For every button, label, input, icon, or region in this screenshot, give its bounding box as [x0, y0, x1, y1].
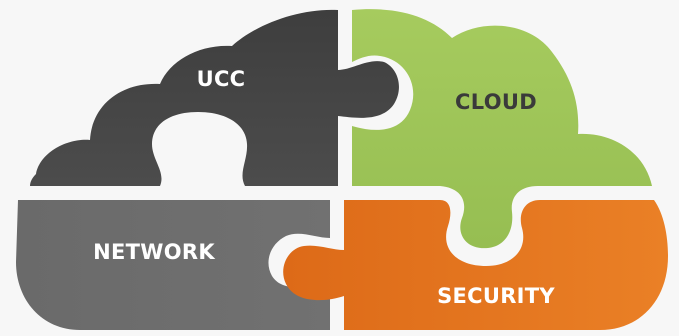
- ucc-piece: [30, 9, 399, 187]
- network-piece: [16, 200, 330, 330]
- network-label: NETWORK: [93, 240, 215, 264]
- security-label: SECURITY: [437, 284, 555, 308]
- security-piece: [283, 200, 668, 330]
- cloud-piece: [352, 9, 652, 249]
- cloud-label: CLOUD: [455, 90, 537, 114]
- ucc-label: UCC: [197, 67, 246, 91]
